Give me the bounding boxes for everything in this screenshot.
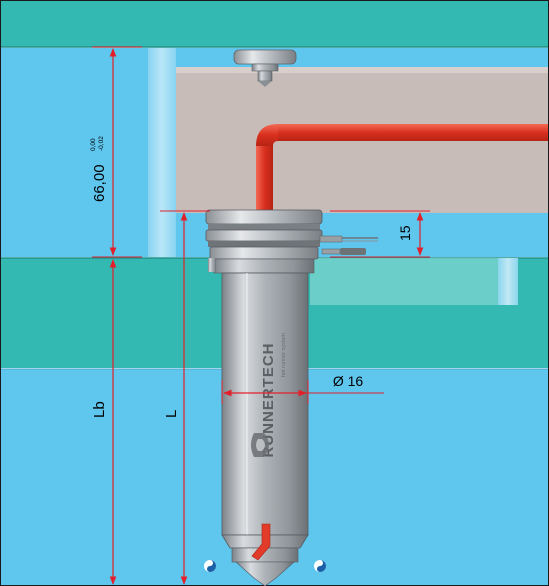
mould-plate-recess (310, 258, 518, 305)
dimension-66-value: 66,00 (91, 164, 108, 202)
brand-tagline: hot runner system (281, 333, 287, 377)
cooling-marker-right-icon (314, 560, 326, 572)
dimension-66-tol-lower: -0,02 (98, 136, 105, 151)
heater-wire-connector (319, 235, 378, 255)
top-clamp-plate (1, 1, 548, 47)
dimension-15 (330, 210, 430, 258)
brand-name: RUNNERTECH (260, 343, 277, 458)
dimension-diameter (221, 380, 384, 404)
dimension-66 (92, 46, 142, 258)
dimension-lb-label: Lb (91, 401, 108, 418)
mould-plate-recess-glass (498, 258, 518, 305)
melt-channel (256, 124, 548, 212)
branding: RUNNERTECH hot runner system (260, 333, 287, 458)
nozzle-tip (221, 523, 309, 586)
dimension-l (160, 210, 210, 585)
manifold-block-shade (176, 67, 548, 73)
cooling-marker-left-icon (204, 560, 216, 572)
locating-screw (233, 49, 297, 87)
brand-logo-icon (251, 433, 269, 457)
dimension-diameter-label: Ø 16 (333, 373, 364, 389)
dimension-66-tol-upper: 0,00 (90, 138, 97, 151)
nozzle-head (205, 209, 323, 274)
manifold-pocket-left-wall (148, 48, 176, 257)
dimension-l-label: L (163, 410, 180, 418)
dimension-15-label: 15 (397, 225, 413, 241)
dimension-66-label: 66,00 0,00 -0,02 (90, 136, 108, 202)
